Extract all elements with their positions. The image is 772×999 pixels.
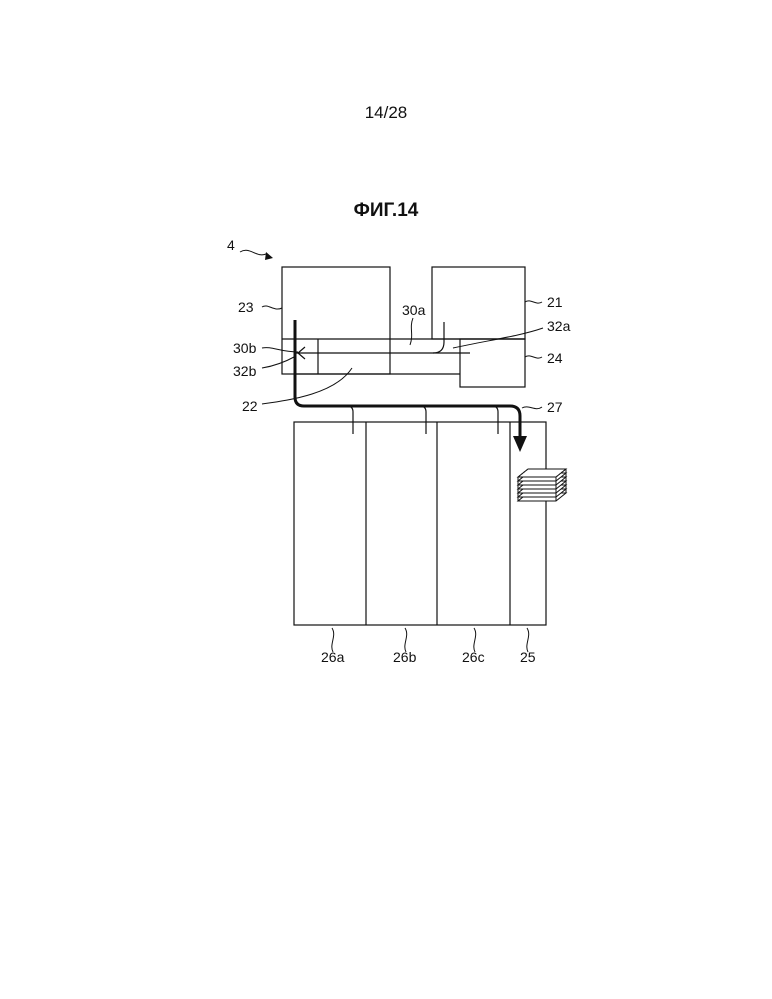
branch-26b: [420, 406, 426, 434]
branch-30a: [433, 322, 444, 353]
leader-23: [262, 306, 282, 309]
label-26c: 26c: [462, 649, 485, 665]
leader-30b: [262, 348, 298, 352]
label-24: 24: [547, 350, 563, 366]
block-21: [432, 267, 525, 339]
arrow-4: [265, 252, 273, 260]
branch-26a: [347, 406, 353, 434]
label-25: 25: [520, 649, 536, 665]
block-24: [460, 339, 525, 387]
sheet-stack-icon: [518, 469, 566, 501]
label-30a: 30a: [402, 302, 426, 318]
label-26b: 26b: [393, 649, 417, 665]
label-21: 21: [547, 294, 563, 310]
label-32b: 32b: [233, 363, 257, 379]
label-32a: 32a: [547, 318, 571, 334]
leader-32a: [453, 328, 543, 348]
arrow-route: [513, 436, 527, 452]
label-23: 23: [238, 299, 254, 315]
leader-27: [522, 407, 542, 409]
label-30b: 30b: [233, 340, 257, 356]
label-4: 4: [227, 237, 235, 253]
leader-21: [525, 301, 542, 303]
label-27: 27: [547, 399, 563, 415]
label-26a: 26a: [321, 649, 345, 665]
leader-32b: [262, 356, 296, 368]
tray-assembly: [294, 422, 546, 625]
block-23: [282, 267, 390, 374]
label-22: 22: [242, 398, 258, 414]
route-27: [295, 320, 520, 437]
leader-30a: [410, 318, 413, 345]
leader-24: [525, 356, 542, 358]
branch-26c: [492, 406, 498, 434]
